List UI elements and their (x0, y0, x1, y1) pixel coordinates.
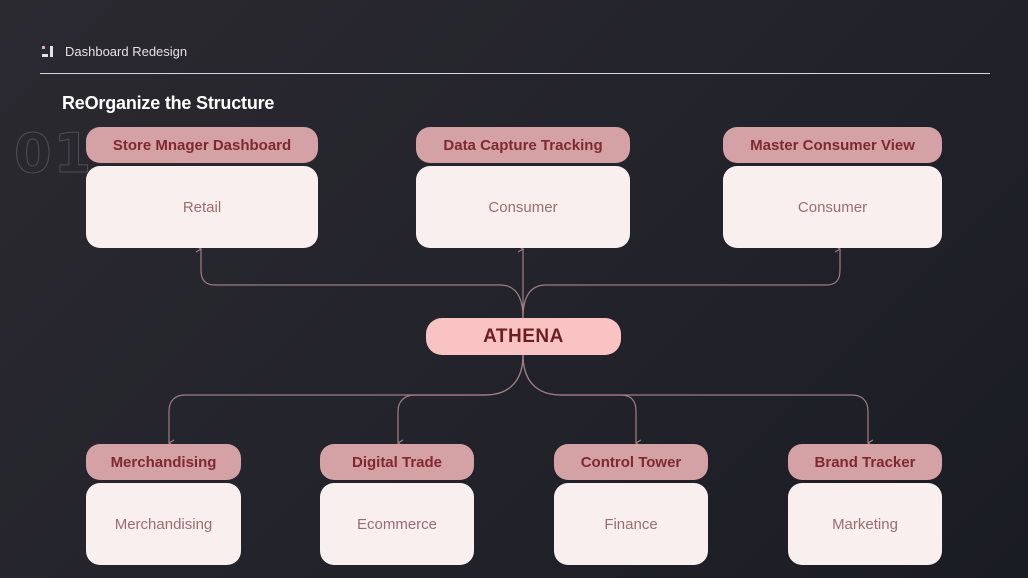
node-header-data-capture-tracking: Data Capture Tracking (416, 127, 630, 163)
node-body-merchandising: Merchandising (86, 483, 241, 565)
node-body-consumer: Consumer (723, 166, 942, 248)
node-body-consumer: Consumer (416, 166, 630, 248)
connector-to-ecommerce (396, 354, 524, 447)
connector-to-retail (195, 245, 524, 319)
connector-to-consumer-2 (522, 245, 842, 319)
node-header-brand-tracker: Brand Tracker (788, 444, 942, 480)
node-body-finance: Finance (554, 483, 708, 565)
header-title: Dashboard Redesign (65, 44, 188, 59)
header-divider (40, 73, 990, 74)
connector-to-finance (522, 354, 642, 447)
node-header-control-tower: Control Tower (554, 444, 708, 480)
section-number: 01 (13, 122, 94, 186)
connector-to-merchandising (167, 354, 524, 447)
node-header-digital-trade: Digital Trade (320, 444, 474, 480)
node-body-marketing: Marketing (788, 483, 942, 565)
node-header-master-consumer-view: Master Consumer View (723, 127, 942, 163)
logo-icon (42, 46, 53, 57)
node-body-ecommerce: Ecommerce (320, 483, 474, 565)
connector-to-marketing (522, 354, 874, 447)
hub-athena: ATHENA (426, 318, 621, 355)
node-header-merchandising: Merchandising (86, 444, 241, 480)
node-header-store-manager-dashboard: Store Mnager Dashboard (86, 127, 318, 163)
node-body-retail: Retail (86, 166, 318, 248)
page-title: ReOrganize the Structure (62, 93, 275, 113)
